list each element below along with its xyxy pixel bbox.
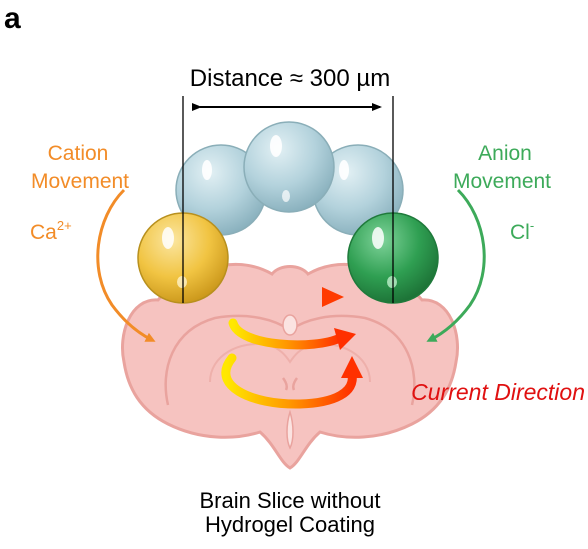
caption-line2: Hydrogel Coating <box>205 512 375 537</box>
anion-label-line1: Anion <box>478 142 532 165</box>
cation-label-line1: Cation <box>48 142 109 165</box>
distance-label: Distance ≈ 300 µm <box>190 65 390 92</box>
anion-label-line2: Movement <box>453 170 551 193</box>
cation-label-line2: Movement <box>31 170 129 193</box>
panel-label: a <box>4 2 21 35</box>
current-direction-label: Current Direction <box>411 379 585 405</box>
anion-ion-label: Cl- <box>510 218 534 244</box>
cation-ion-label: Ca2+ <box>30 218 72 244</box>
caption-line1: Brain Slice without <box>200 488 381 513</box>
